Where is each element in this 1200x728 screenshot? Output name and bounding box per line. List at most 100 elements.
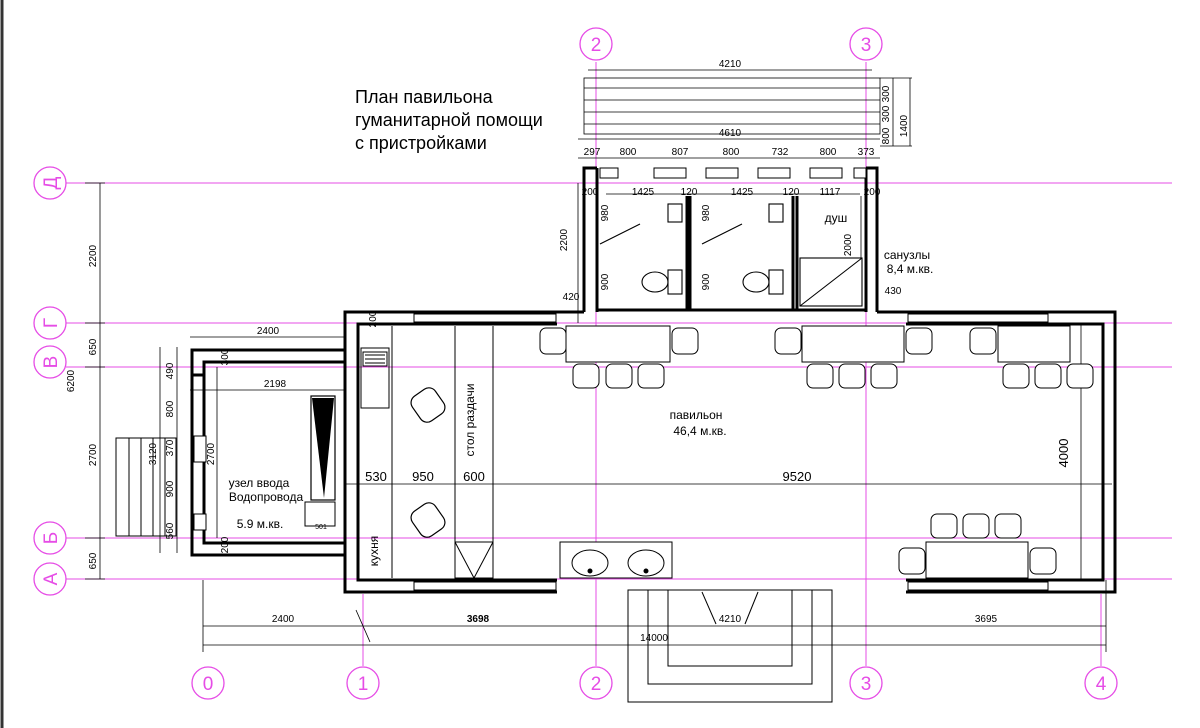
axis-label-a: А xyxy=(41,572,62,585)
dim-left-650b: 650 xyxy=(88,552,99,569)
dim-w-490: 490 xyxy=(165,362,176,379)
axis-label-4: 4 xyxy=(1096,674,1107,695)
entrance-porch xyxy=(627,589,833,703)
dimension-labels: 4210 4610 300 300 800 1400 297 800 807 8… xyxy=(66,59,1071,644)
axis-bubble-0 xyxy=(191,666,225,700)
dim-in-200a: 200 xyxy=(582,187,599,198)
dim-in-1117: 1117 xyxy=(820,187,841,198)
axis-bubbles xyxy=(33,27,1118,700)
label-kitchen: кухня xyxy=(367,536,381,567)
axis-bubble-a xyxy=(33,562,67,596)
dim-w-560: 560 xyxy=(165,522,176,539)
dim-seg-373: 373 xyxy=(858,147,875,158)
dim-top-4610: 4610 xyxy=(719,128,742,139)
dim-b-3698: 3698 xyxy=(467,614,490,625)
dim-seg-800a: 800 xyxy=(620,147,637,158)
dim-b-14000: 14000 xyxy=(640,633,668,644)
washbasins xyxy=(571,549,665,577)
water-meter-equipment xyxy=(304,395,336,527)
room-labels: павильон 46,4 м.кв. узел ввода Водопрово… xyxy=(229,211,934,566)
dim-seg-800b: 800 xyxy=(723,147,740,158)
dim-w-2700: 2700 xyxy=(206,442,217,465)
dim-w-370: 370 xyxy=(165,439,176,456)
dim-v-900a: 900 xyxy=(600,273,611,290)
axis-bubble-3-top xyxy=(849,27,883,61)
axis-label-2-bottom: 2 xyxy=(591,674,602,695)
axis-bubble-2-bottom xyxy=(579,666,613,700)
dim-top-300b: 300 xyxy=(881,105,892,122)
dim-w-2400-top: 2400 xyxy=(257,326,280,337)
dim-left-2200: 2200 xyxy=(88,244,99,267)
axis-bubble-v xyxy=(33,345,67,379)
label-sanuzly-area: 8,4 м.кв. xyxy=(887,262,934,276)
axis-bubble-b xyxy=(33,521,67,555)
dim-in-530: 530 xyxy=(365,469,387,484)
dim-w-3120: 3120 xyxy=(148,442,159,465)
axis-label-0: 0 xyxy=(203,674,214,695)
axis-label-d: Д xyxy=(41,176,62,189)
axis-bubble-2-top xyxy=(579,27,613,61)
dim-v-2200-wc: 2200 xyxy=(559,228,570,251)
wc-fixtures xyxy=(599,203,863,307)
axis-label-3-top: 3 xyxy=(861,35,872,56)
axis-label-1: 1 xyxy=(358,674,369,695)
plan-title: План павильона гуманитарной помощи с при… xyxy=(355,86,543,155)
axis-label-g: Г xyxy=(41,318,62,328)
plan-title-line-2: гуманитарной помощи xyxy=(355,110,543,130)
dim-w-900: 900 xyxy=(165,480,176,497)
dim-v-980b: 980 xyxy=(701,204,712,221)
plan-title-line-3: с пристройками xyxy=(355,133,487,153)
dim-420: 420 xyxy=(563,292,580,303)
dim-seg-807: 807 xyxy=(672,147,689,158)
dim-in-4000: 4000 xyxy=(1056,439,1071,468)
dim-in-1425b: 1425 xyxy=(731,187,754,198)
dim-seg-800c: 800 xyxy=(820,147,837,158)
dim-top-1400: 1400 xyxy=(899,114,910,137)
axis-bubble-1 xyxy=(346,666,380,700)
label-water-room-name-2: Водопровода xyxy=(229,490,304,504)
label-shower: душ xyxy=(825,211,848,225)
grid-axes xyxy=(66,62,1172,666)
dim-w-501: 501 xyxy=(315,524,327,531)
axis-label-3-bottom: 3 xyxy=(861,674,872,695)
label-water-room-area: 5.9 м.кв. xyxy=(237,517,284,531)
dim-in-9520: 9520 xyxy=(783,469,812,484)
dim-seg-732: 732 xyxy=(772,147,789,158)
dim-in-200b: 200 xyxy=(864,187,881,198)
office-chairs xyxy=(410,387,446,538)
dim-w-800: 800 xyxy=(165,400,176,417)
dim-top-800: 800 xyxy=(881,127,892,144)
axis-bubble-3-bottom xyxy=(849,666,883,700)
dim-430: 430 xyxy=(885,286,902,297)
furniture xyxy=(539,325,1094,579)
dim-b-4210: 4210 xyxy=(719,614,742,625)
dim-b-3695: 3695 xyxy=(975,614,998,625)
dim-w-200b: 200 xyxy=(220,536,231,553)
axis-bubble-d xyxy=(33,166,67,200)
plan-title-line-1: План павильона xyxy=(355,87,493,107)
dimension-lines xyxy=(85,69,1112,652)
axis-label-b: Б xyxy=(41,532,62,544)
dim-b-2400: 2400 xyxy=(272,614,295,625)
axis-label-2-top: 2 xyxy=(591,35,602,56)
dim-v-980a: 980 xyxy=(600,204,611,221)
label-pavilion-name: павильон xyxy=(670,408,723,422)
dim-seg-297: 297 xyxy=(584,147,601,158)
label-pavilion-area: 46,4 м.кв. xyxy=(673,424,726,438)
label-water-room-name: узел ввода xyxy=(229,476,290,490)
axis-label-v: В xyxy=(41,356,62,369)
dim-in-950: 950 xyxy=(412,469,434,484)
water-room-steps xyxy=(115,437,177,537)
axis-bubble-4 xyxy=(1084,666,1118,700)
dim-left-2700: 2700 xyxy=(88,443,99,466)
dim-in-120a: 120 xyxy=(681,187,698,198)
dim-top-300a: 300 xyxy=(881,85,892,102)
dim-left-650a: 650 xyxy=(88,338,99,355)
dim-v-2000: 2000 xyxy=(843,233,854,256)
dim-v-900b: 900 xyxy=(701,273,712,290)
dim-in-1425a: 1425 xyxy=(632,187,655,198)
dim-w-200a: 200 xyxy=(368,310,379,327)
dim-left-6200: 6200 xyxy=(66,369,77,392)
dim-w-2198: 2198 xyxy=(264,379,287,390)
label-serving-table: стол раздачи xyxy=(463,384,477,457)
